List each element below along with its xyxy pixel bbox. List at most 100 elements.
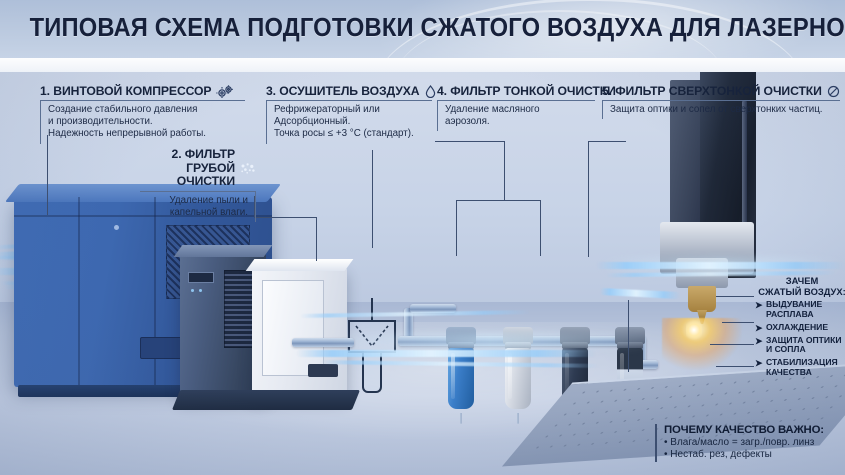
leader-line-2 [722, 322, 754, 324]
arrow-icon: ➤ [755, 335, 763, 346]
dryer-led-2 [199, 289, 202, 292]
vessel-1-drain [459, 413, 462, 424]
quality-item-2: • Нестаб. рез, дефекты [664, 449, 772, 461]
quality-item-1: • Влага/масло = загр./повр. линз [664, 437, 815, 448]
step-2-title: 2. ФИЛЬТР ГРУБОЙ ОЧИСТКИ [171, 147, 236, 188]
cabinet-top-face [245, 259, 354, 271]
why-heading: ЗАЧЕМ СЖАТЫЙ ВОЗДУХ: [756, 275, 845, 297]
connector-step5-top [588, 141, 626, 143]
step-1-line-2: и производительности. [48, 116, 153, 128]
pipe-riser-1 [404, 308, 413, 340]
gears-icon [216, 84, 234, 98]
air-dryer-cabinet [173, 245, 273, 397]
page-title: ТИПОВАЯ СХЕМА ПОДГОТОВКИ СЖАТОГО ВОЗДУХА… [29, 14, 845, 42]
step-5-title: 5. ФИЛЬТР СВЕРХТОНКОЙ ОЧИСТКИ [602, 84, 822, 98]
compressor-seam-3 [14, 215, 272, 217]
quality-importance-callout: ПОЧЕМУ КАЧЕСТВО ВАЖНО: • Влага/масло = з… [655, 424, 845, 462]
label-step-4: 4. ФИЛЬТР ТОНКОЙ ОЧИСТКИ Удаление маслян… [437, 84, 616, 132]
label-step-3-header: 3. ОСУШИТЕЛЬ ВОЗДУХА [266, 84, 435, 101]
label-step-5-header: 5. ФИЛЬТР СВЕРХТОНКОЙ ОЧИСТКИ [602, 84, 840, 101]
why-heading-line-1: ЗАЧЕМ [785, 275, 819, 286]
label-step-1-header: 1. ВИНТОВОЙ КОМПРЕССОР [40, 84, 245, 101]
vessel-1-highlight [451, 353, 455, 399]
arrow-icon: ➤ [755, 322, 763, 333]
step-5-line-1: Защита оптики и сопел от сверхтонких час… [610, 104, 823, 115]
leader-line-3 [710, 344, 754, 346]
connector-step4-bridge [456, 200, 541, 202]
cabinet-door [262, 280, 324, 376]
why-item-4-label: СТАБИЛИЗАЦИЯ КАЧЕСТВА [766, 357, 838, 377]
vessel-4-highlight [620, 353, 624, 399]
airflow-glow-mid [330, 334, 650, 349]
connector-step2-run [254, 217, 316, 219]
leader-line-4 [716, 366, 754, 368]
equipment-plinth [171, 390, 361, 410]
arrow-icon: ➤ [755, 358, 763, 369]
connector-step4-top [435, 141, 505, 143]
connector-quality-drop [628, 300, 630, 372]
dryer-symbol-lead-line [371, 298, 373, 320]
pipe-segment-1 [292, 338, 354, 347]
compressor-indicator-dot [114, 225, 119, 230]
quality-heading: ПОЧЕМУ КАЧЕСТВО ВАЖНО: [664, 424, 824, 436]
dryer-display [188, 272, 214, 283]
dryer-top-face [173, 245, 273, 257]
arrow-icon: ➤ [755, 300, 763, 311]
why-item-1: ➤ ВЫДУВАНИЕ РАСПЛАВА [755, 299, 845, 320]
why-compressed-air-callout: ЗАЧЕМ СЖАТЫЙ ВОЗДУХ: ➤ ВЫДУВАНИЕ РАСПЛАВ… [755, 275, 845, 381]
step-4-title: 4. ФИЛЬТР ТОНКОЙ ОЧИСТКИ [437, 84, 616, 98]
receiver-cabinet [245, 259, 354, 397]
label-step-5-body: Защита оптики и сопел от сверхтонких час… [602, 101, 840, 120]
particles-icon [240, 162, 256, 175]
step-4-line-2: аэрозоля. [445, 116, 490, 128]
why-item-3: ➤ ЗАЩИТА ОПТИКИ И СОПЛА [755, 335, 845, 356]
pipe-segment-end [636, 360, 658, 369]
label-step-4-header: 4. ФИЛЬТР ТОНКОЙ ОЧИСТКИ [437, 84, 616, 101]
step-1-title: 1. ВИНТОВОЙ КОМПРЕССОР [40, 84, 212, 98]
cutting-spark-core [686, 320, 702, 340]
airflow-ribbon-8 [296, 350, 596, 357]
connector-step4-branch-a [456, 200, 458, 256]
step-3-title: 3. ОСУШИТЕЛЬ ВОЗДУХА [266, 84, 420, 98]
connector-step5-drop [588, 141, 590, 257]
circle-slash-icon [827, 85, 840, 98]
dryer-symbol-stem [362, 351, 382, 393]
title-separator [0, 58, 845, 72]
step-4-line-1: Удаление масляного [445, 104, 540, 115]
label-step-3-body: Рефрижераторный или Адсорбционный. Точка… [266, 101, 432, 144]
title-band: ТИПОВАЯ СХЕМА ПОДГОТОВКИ СЖАТОГО ВОЗДУХА… [0, 0, 845, 58]
laser-cable [742, 100, 747, 232]
vessel-2-highlight [508, 353, 512, 399]
label-step-2: 2. ФИЛЬТР ГРУБОЙ ОЧИСТКИ Удаление пыли и… [140, 147, 256, 222]
pipe-top-run [410, 304, 456, 313]
compressor-seam-1 [78, 197, 80, 387]
quality-list: • Влага/масло = загр./повр. линз • Неста… [664, 437, 845, 462]
connector-step4-drop [504, 141, 506, 201]
label-step-1-body: Создание стабильного давления и производ… [40, 101, 245, 144]
connector-step4-branch-b [540, 200, 542, 256]
step-1-line-1: Создание стабильного давления [48, 104, 198, 115]
step-3-line-1: Рефрижераторный или [274, 104, 380, 115]
step-3-line-3: Точка росы ≤ +3 °C (стандарт). [274, 128, 414, 140]
leader-line-1 [716, 296, 754, 298]
label-step-1: 1. ВИНТОВОЙ КОМПРЕССОР Создани [40, 84, 245, 144]
cabinet-vent-slot [308, 364, 338, 377]
why-item-2-label: ОХЛАЖДЕНИЕ [766, 321, 829, 332]
vessel-3-highlight [565, 353, 569, 399]
connector-step3-drop [372, 150, 374, 248]
step-3-line-2: Адсорбционный. [274, 116, 351, 128]
label-step-2-header: 2. ФИЛЬТР ГРУБОЙ ОЧИСТКИ [140, 147, 256, 192]
vessel-2-drain [516, 413, 519, 424]
dryer-led-1 [191, 289, 194, 292]
compressor-seam-2 [154, 197, 156, 387]
why-heading-line-2: СЖАТЫЙ ВОЗДУХ: [758, 285, 845, 297]
connector-step1-drop [47, 135, 49, 215]
water-drop-icon [425, 84, 436, 98]
label-step-5: 5. ФИЛЬТР СВЕРХТОНКОЙ ОЧИСТКИ Защита опт… [602, 84, 840, 120]
airflow-ribbon-10 [596, 262, 845, 269]
why-item-4: ➤ СТАБИЛИЗАЦИЯ КАЧЕСТВА [755, 357, 845, 378]
why-item-2: ➤ ОХЛАЖДЕНИЕ [755, 321, 845, 333]
step-2-line-1: Удаление пыли и [169, 194, 248, 206]
label-step-2-body: Удаление пыли и капельной влаги. [140, 191, 256, 222]
